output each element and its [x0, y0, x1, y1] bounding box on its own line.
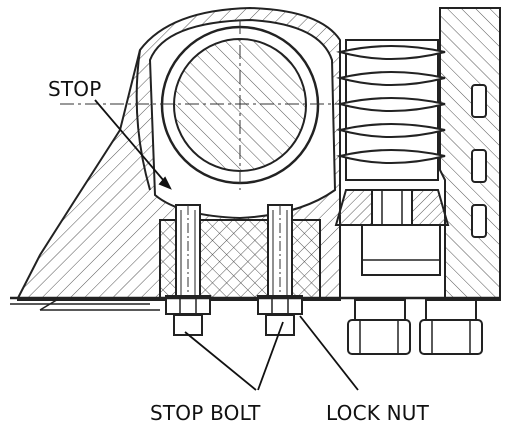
stop-bolt-left — [173, 204, 203, 336]
threaded-adjuster — [334, 39, 450, 276]
right-housing-wall — [439, 7, 501, 301]
bottom-fitting-left — [347, 299, 411, 355]
label-stop: STOP — [48, 77, 102, 101]
stop-bolt-right — [265, 204, 295, 336]
label-lock-nut: LOCK NUT — [326, 401, 430, 425]
label-stop-bolt: STOP BOLT — [150, 401, 261, 425]
leader-lines — [94, 99, 359, 391]
base-plate — [10, 296, 500, 311]
bottom-fitting-right — [419, 299, 483, 355]
lock-nut-left — [165, 295, 211, 315]
